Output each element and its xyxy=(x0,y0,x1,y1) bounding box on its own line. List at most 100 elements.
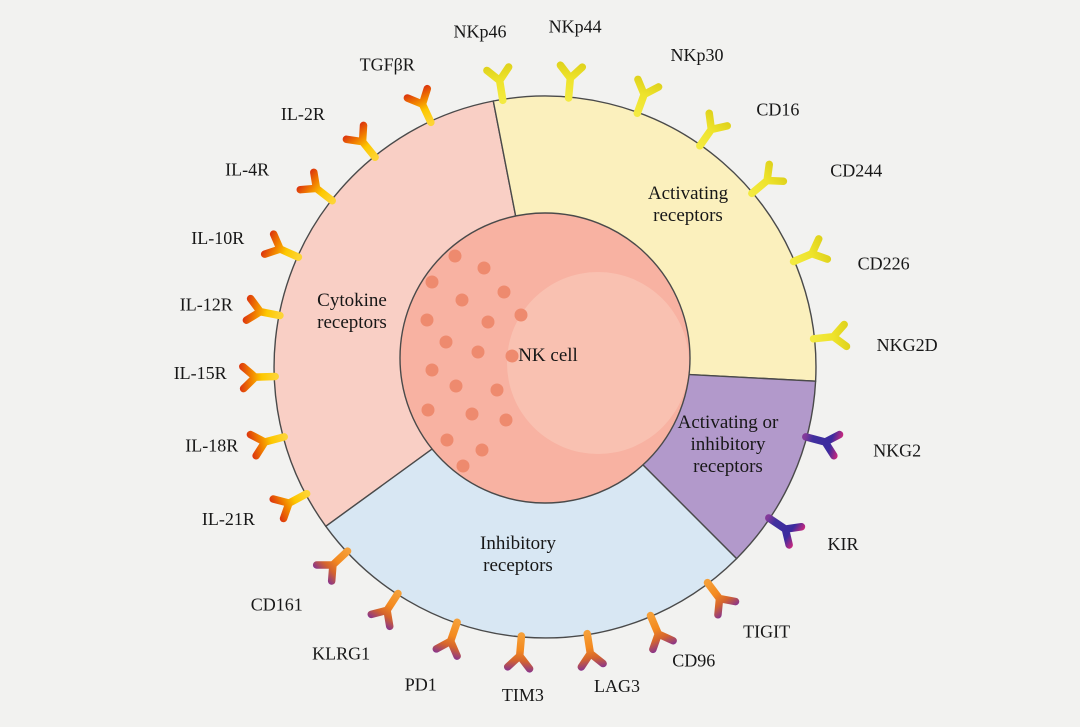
receptor-label-tgf-r: TGFβR xyxy=(360,54,415,74)
sector-label-cytokine-line-1: Cytokine xyxy=(317,290,387,311)
granule-dot xyxy=(505,349,519,363)
sector-label-dual-line-2: inhibitory xyxy=(691,434,766,455)
label-layer: CytokinereceptorsActivatingreceptorsActi… xyxy=(317,183,779,576)
granule-dot xyxy=(425,275,439,289)
receptor-label-cd161: CD161 xyxy=(251,594,303,614)
granule-dot xyxy=(477,261,491,275)
y-shape-path xyxy=(342,121,379,161)
cd161-receptor-y-icon xyxy=(312,547,352,585)
il-10r-receptor-y-icon xyxy=(260,230,303,261)
nk-cell-layer: NK cell xyxy=(399,212,691,504)
granule-dot xyxy=(440,433,454,447)
y-shape-path xyxy=(242,294,284,324)
receptor-label-cd96: CD96 xyxy=(672,651,715,671)
receptor-label-il-18r: IL-18R xyxy=(185,435,238,455)
y-shape-path xyxy=(809,320,851,351)
granule-dot xyxy=(514,308,528,322)
il-2r-receptor-y-icon xyxy=(342,121,379,161)
y-shape-path xyxy=(432,618,461,660)
sector-label-dual-line-1: Activating or xyxy=(678,412,779,433)
y-shape-path xyxy=(633,75,663,117)
receptor-label-kir: KIR xyxy=(828,534,859,554)
kir-receptor-y-icon xyxy=(765,514,806,549)
receptor-label-il-15r: IL-15R xyxy=(174,363,227,383)
y-shape-path xyxy=(260,230,303,261)
receptor-label-tim3: TIM3 xyxy=(502,685,544,705)
y-shape-path xyxy=(556,61,587,102)
receptor-label-nkg2d: NKG2D xyxy=(877,335,938,355)
receptor-label-nkp44: NKp44 xyxy=(549,16,602,36)
y-shape-path xyxy=(246,430,288,460)
receptor-label-klrg1: KLRG1 xyxy=(312,643,370,663)
nk-cell-nucleus xyxy=(507,272,689,454)
cd226-receptor-y-icon xyxy=(789,235,832,266)
il-4r-receptor-y-icon xyxy=(296,168,336,205)
y-shape-path xyxy=(239,362,279,393)
lag3-receptor-y-icon xyxy=(577,629,607,671)
tgf-r-receptor-y-icon xyxy=(403,84,435,127)
granule-dot xyxy=(456,459,470,473)
y-shape-path xyxy=(789,235,832,266)
receptor-label-il-21r: IL-21R xyxy=(202,509,255,529)
granule-dot xyxy=(497,285,511,299)
granule-dot xyxy=(421,403,435,417)
nkp44-receptor-y-icon xyxy=(556,61,587,102)
tigit-receptor-y-icon xyxy=(703,578,740,619)
cd16-receptor-y-icon xyxy=(696,109,731,150)
granule-dot xyxy=(499,413,513,427)
sector-label-dual-line-3: receptors xyxy=(693,456,763,477)
il-21r-receptor-y-icon xyxy=(269,489,311,523)
il-15r-receptor-y-icon xyxy=(239,362,279,393)
granule-dot xyxy=(448,249,462,263)
y-shape-path xyxy=(748,160,788,198)
receptor-label-cd226: CD226 xyxy=(858,253,910,273)
granule-dot xyxy=(455,293,469,307)
sector-label-inhibitory-line-2: receptors xyxy=(483,555,553,576)
nkp30-receptor-y-icon xyxy=(633,75,663,117)
granule-dot xyxy=(481,315,495,329)
receptor-label-lag3: LAG3 xyxy=(594,676,640,696)
receptor-label-il-12r: IL-12R xyxy=(180,294,233,314)
cd244-receptor-y-icon xyxy=(748,160,788,198)
il-12r-receptor-y-icon xyxy=(242,294,284,324)
receptor-label-il-2r: IL-2R xyxy=(281,104,325,124)
receptor-label-tigit: TIGIT xyxy=(743,622,790,642)
sector-label-inhibitory-line-1: Inhibitory xyxy=(480,533,556,554)
il-18r-receptor-y-icon xyxy=(246,430,288,460)
receptor-label-nkp30: NKp30 xyxy=(671,45,724,65)
y-shape-path xyxy=(577,629,607,671)
receptor-label-nkp46: NKp46 xyxy=(454,21,507,41)
cd96-receptor-y-icon xyxy=(646,611,677,654)
granule-dot xyxy=(420,313,434,327)
receptor-label-pd1: PD1 xyxy=(405,674,437,694)
granule-dot xyxy=(449,379,463,393)
granule-dot xyxy=(471,345,485,359)
y-shape-path xyxy=(802,430,844,460)
receptor-label-il-10r: IL-10R xyxy=(191,228,244,248)
y-shape-path xyxy=(367,589,402,631)
receptor-label-il-4r: IL-4R xyxy=(225,160,269,180)
granule-dot xyxy=(475,443,489,457)
y-shape-path xyxy=(503,632,534,673)
receptor-label-cd16: CD16 xyxy=(756,100,799,120)
granule-dot xyxy=(490,383,504,397)
nkg2d-receptor-y-icon xyxy=(809,320,851,351)
nkg2-receptor-y-icon xyxy=(802,430,844,460)
nk-cell-label: NK cell xyxy=(518,345,578,366)
y-shape-path xyxy=(696,109,731,150)
sector-label-activating-line-2: receptors xyxy=(653,205,723,226)
tim3-receptor-y-icon xyxy=(503,632,534,673)
pd1-receptor-y-icon xyxy=(432,618,461,660)
y-shape-path xyxy=(765,514,806,549)
y-shape-path xyxy=(646,611,677,654)
nkp46-receptor-y-icon xyxy=(483,63,513,105)
sector-label-activating-line-1: Activating xyxy=(648,183,729,204)
y-shape-path xyxy=(269,489,311,523)
y-shape-path xyxy=(483,63,513,105)
y-shape-path xyxy=(296,168,336,205)
sector-label-cytokine-line-2: receptors xyxy=(317,312,387,333)
y-shape-path xyxy=(312,547,352,585)
